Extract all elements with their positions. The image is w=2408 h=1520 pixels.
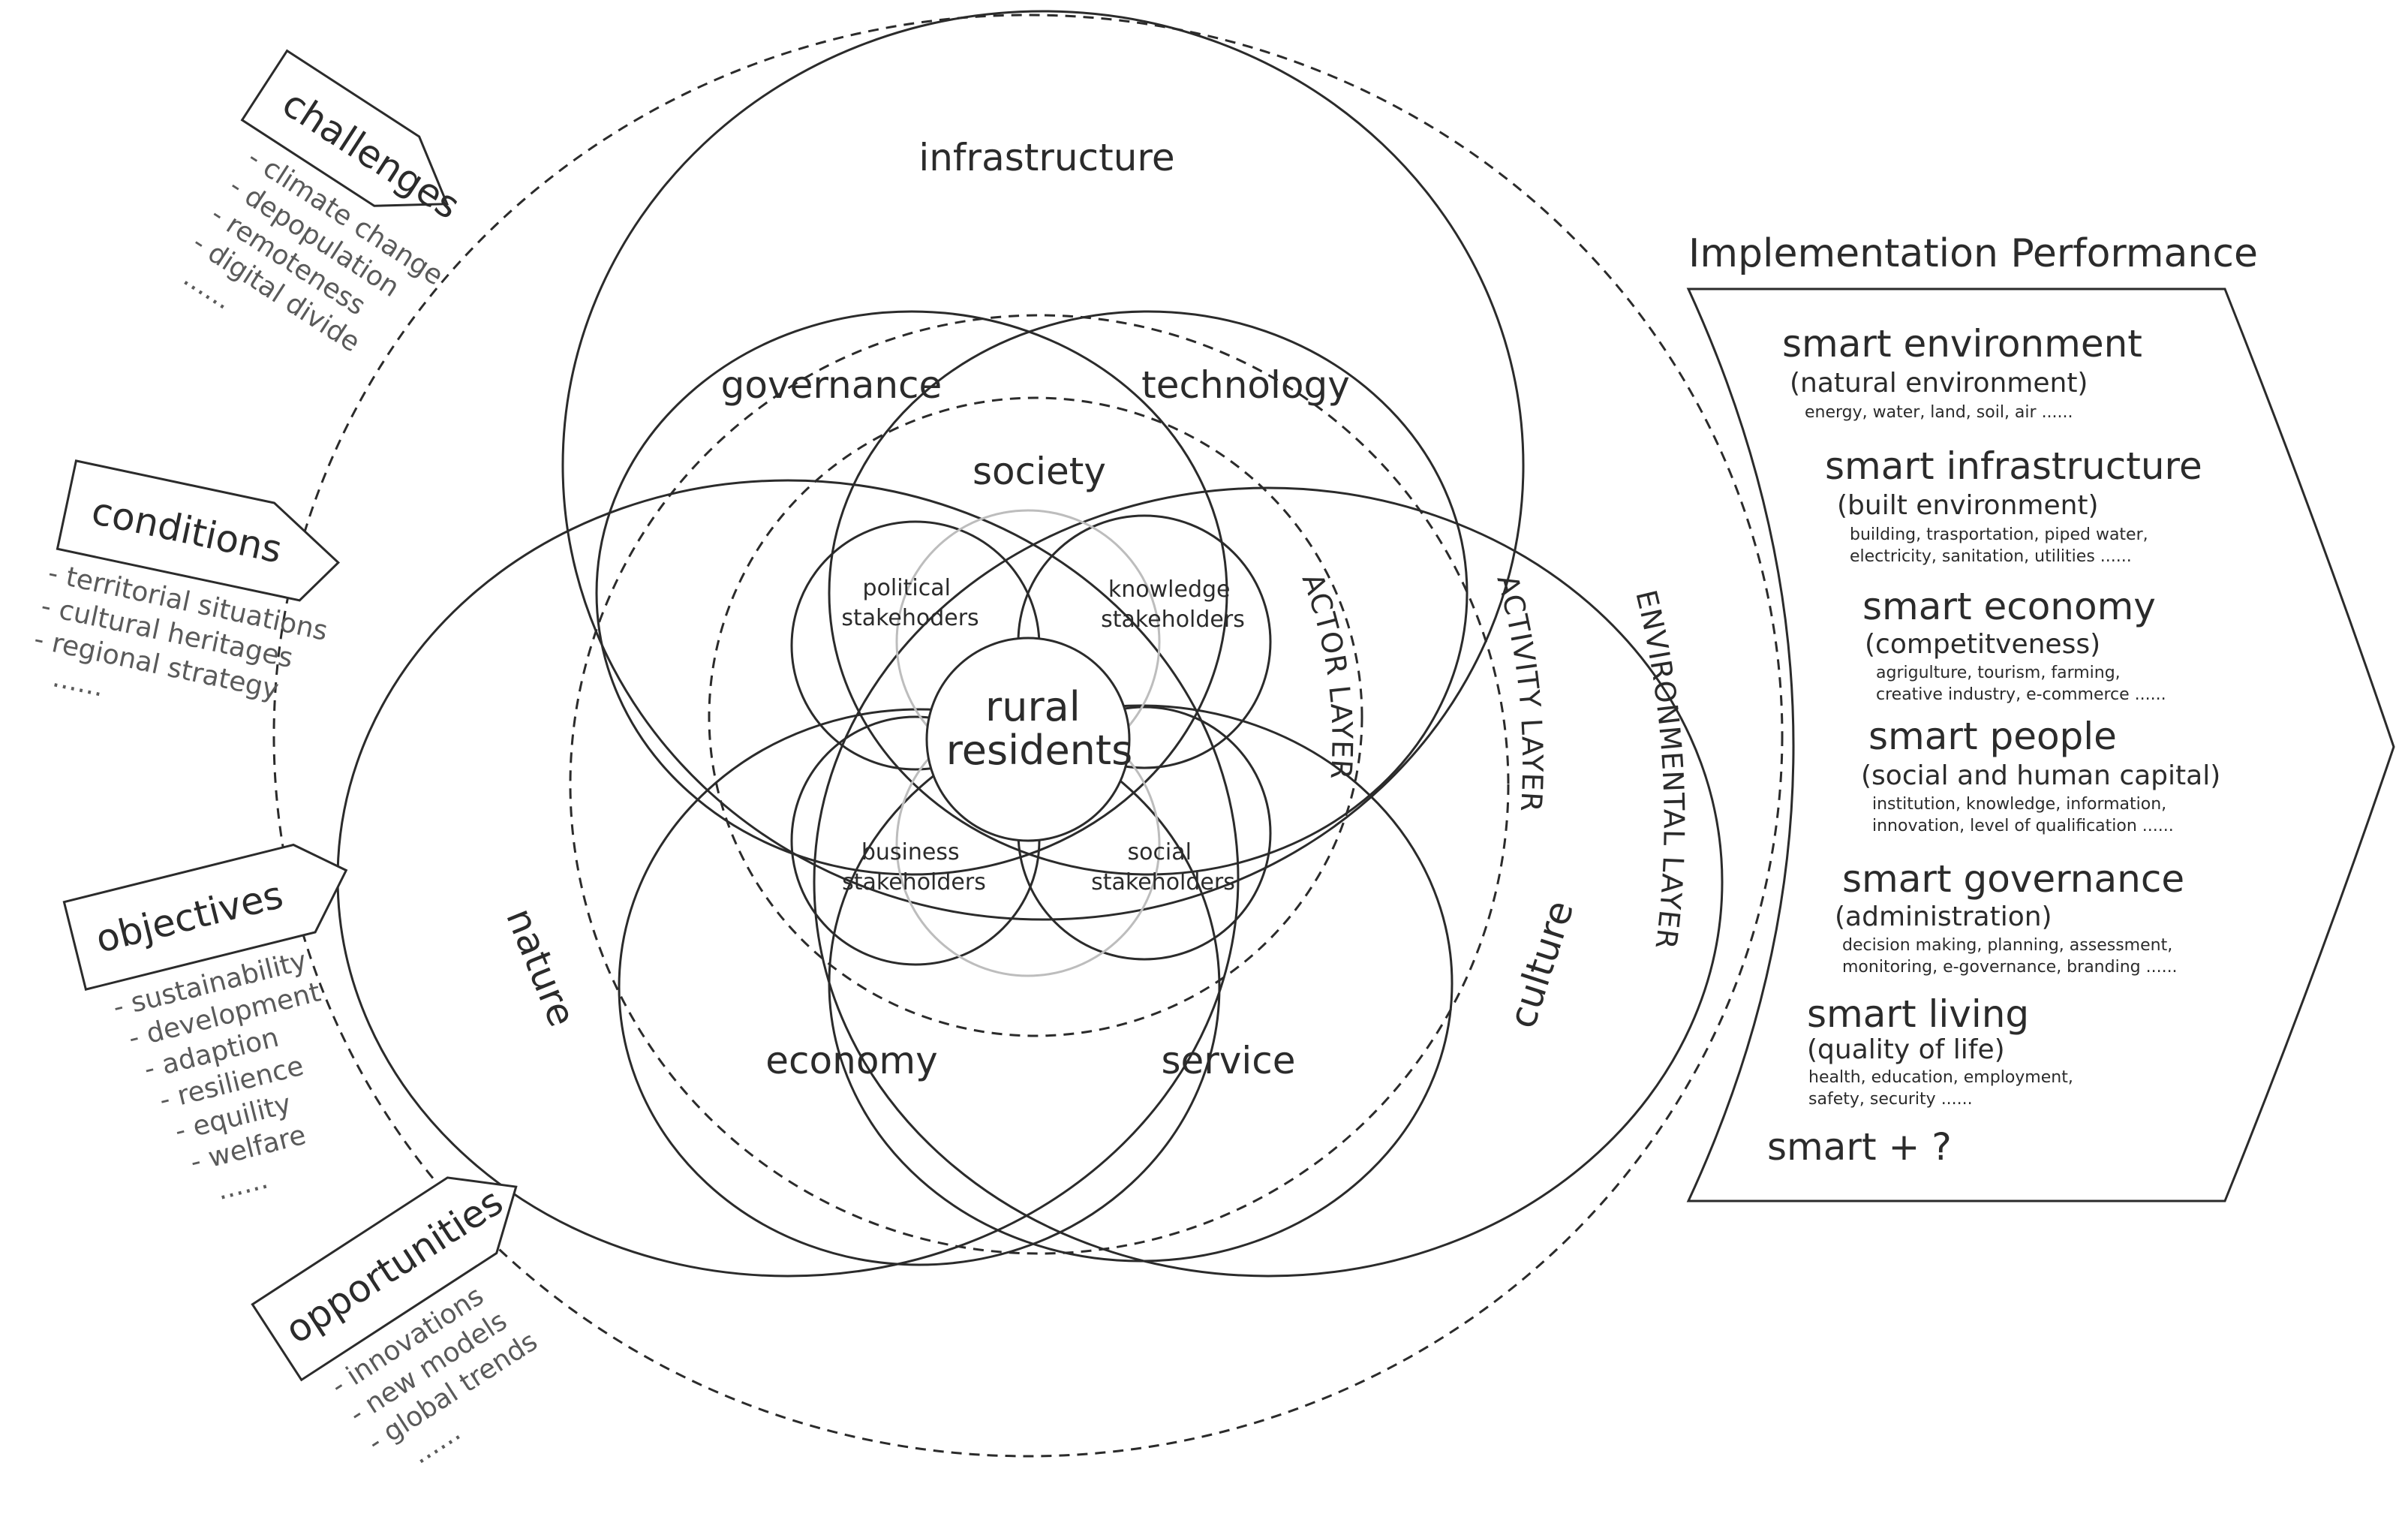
opportunities-group: opportunities - innovations - new models… — [251, 1176, 543, 1470]
infrastructure-circle — [561, 10, 1525, 921]
technology-circle — [828, 310, 1469, 876]
impl-heading: smart people — [1868, 715, 2117, 758]
impl-heading: smart infrastructure — [1825, 444, 2202, 488]
opportunities-arrow — [251, 1176, 518, 1382]
implementation-chevron — [1686, 287, 2395, 1202]
activity-layer-ring — [569, 314, 1510, 1255]
rural-residents-circle — [925, 637, 1131, 842]
impl-details: decision making, planning, assessment, m… — [1842, 936, 2178, 977]
rural-residents-label: rural residents — [946, 683, 1132, 774]
environmental-layer-ring — [272, 14, 1784, 1458]
challenges-arrow — [240, 49, 449, 207]
impl-heading: smart governance — [1842, 857, 2184, 901]
actor-layer-ring — [708, 396, 1363, 1037]
service-circle — [828, 704, 1454, 1263]
impl-heading: smart environment — [1782, 322, 2142, 366]
diagram-shapes — [272, 10, 1784, 1458]
objectives-arrow — [62, 843, 348, 991]
objectives-items: - sustainability - development - adaptio… — [110, 942, 373, 1220]
culture-label: culture — [1500, 895, 1582, 1034]
knowledge-stakeholders-label: knowledge stakeholders — [1101, 576, 1245, 633]
impl-sub: (administration) — [1835, 901, 2052, 932]
governance-circle — [595, 310, 1228, 876]
impl-item-economy: smart economy (competitveness) agrigultu… — [1862, 585, 2166, 704]
impl-details: building, trasportation, piped water, el… — [1850, 525, 2154, 566]
impl-heading: smart economy — [1862, 585, 2156, 628]
governance-label: governance — [721, 363, 942, 407]
objectives-group: objectives - sustainability - developmen… — [62, 843, 373, 1220]
conditions-arrow — [56, 459, 341, 602]
implementation-panel: Implementation Performance smart environ… — [1686, 231, 2395, 1202]
impl-item-people: smart people (social and human capital) … — [1861, 715, 2220, 835]
actor-layer-label: ACTOR LAYER — [1296, 569, 1359, 781]
impl-sub: (quality of life) — [1807, 1034, 2005, 1065]
society-label: society — [973, 450, 1106, 493]
impl-item-environment: smart environment (natural environment) … — [1782, 322, 2142, 422]
impl-details: energy, water, land, soil, air ...... — [1805, 403, 2073, 422]
infrastructure-label: infrastructure — [918, 136, 1174, 179]
nature-label: nature — [498, 902, 584, 1033]
political-stakeholders-label: political stakehoders — [841, 575, 979, 631]
impl-sub: (natural environment) — [1790, 368, 2088, 399]
impl-item-governance: smart governance (administration) decisi… — [1835, 857, 2184, 977]
impl-sub: (social and human capital) — [1861, 760, 2220, 791]
technology-label: technology — [1141, 363, 1350, 407]
impl-sub: (competitveness) — [1865, 629, 2100, 660]
environmental-layer-label: ENVIRONMENTAL LAYER — [1629, 587, 1690, 952]
impl-item-living: smart living (quality of life) health, e… — [1807, 992, 2079, 1109]
impl-sub: (built environment) — [1837, 490, 2099, 521]
social-stakeholders-label: social stakeholders — [1091, 839, 1235, 895]
culture-circle — [813, 486, 1724, 1278]
service-label: service — [1161, 1039, 1295, 1082]
impl-extra: smart + ? — [1767, 1125, 1952, 1169]
impl-details: health, education, employment, safety, s… — [1808, 1068, 2079, 1109]
business-stakeholders-label: business stakeholders — [842, 839, 986, 895]
center-labels: infrastructure governance technology soc… — [498, 136, 1582, 1082]
conditions-group: conditions - territorial situations - cu… — [32, 459, 341, 706]
implementation-title: Implementation Performance — [1688, 231, 2258, 276]
challenges-group: challenges - climate change - depopulati… — [178, 49, 467, 358]
impl-details: institution, knowledge, information, inn… — [1872, 795, 2174, 835]
impl-item-infrastructure: smart infrastructure (built environment)… — [1825, 444, 2202, 566]
impl-heading: smart living — [1807, 992, 2029, 1036]
economy-label: economy — [765, 1039, 937, 1082]
economy-circle — [618, 708, 1221, 1266]
impl-details: agrigulture, tourism, farming, creative … — [1876, 664, 2166, 704]
